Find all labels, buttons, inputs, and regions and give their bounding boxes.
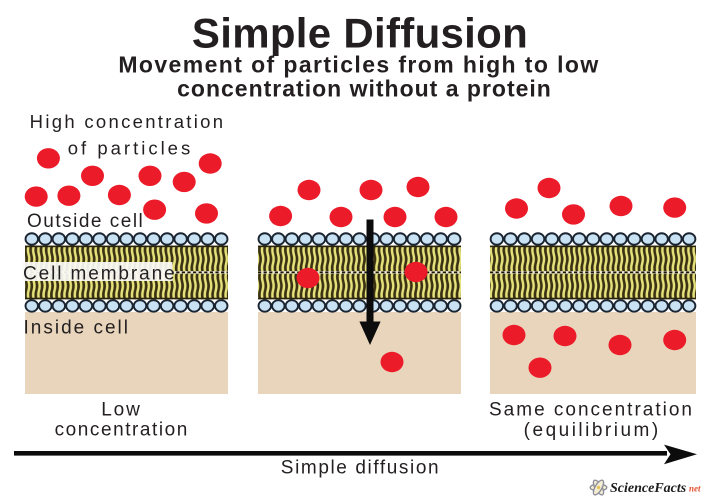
svg-text:Inside cell: Inside cell (24, 317, 131, 338)
svg-text:Simple diffusion: Simple diffusion (281, 458, 440, 479)
svg-text:Same concentration: Same concentration (489, 400, 694, 421)
svg-text:High concentration: High concentration (30, 111, 226, 132)
svg-text:of particles: of particles (68, 137, 193, 158)
svg-text:net: net (689, 484, 701, 494)
svg-text:concentration: concentration (55, 420, 189, 441)
svg-text:Low: Low (101, 400, 142, 421)
svg-text:Movement of particles from hig: Movement of particles from high to low (118, 52, 599, 78)
svg-text:Cell membrane: Cell membrane (23, 263, 177, 284)
svg-text:ScienceFacts: ScienceFacts (610, 481, 687, 496)
svg-text:concentration without a protei: concentration without a protein (177, 76, 552, 102)
svg-text:Outside cell: Outside cell (27, 211, 144, 232)
svg-text:(equilibrium): (equilibrium) (524, 420, 661, 441)
svg-text:Simple Diffusion: Simple Diffusion (192, 10, 528, 57)
